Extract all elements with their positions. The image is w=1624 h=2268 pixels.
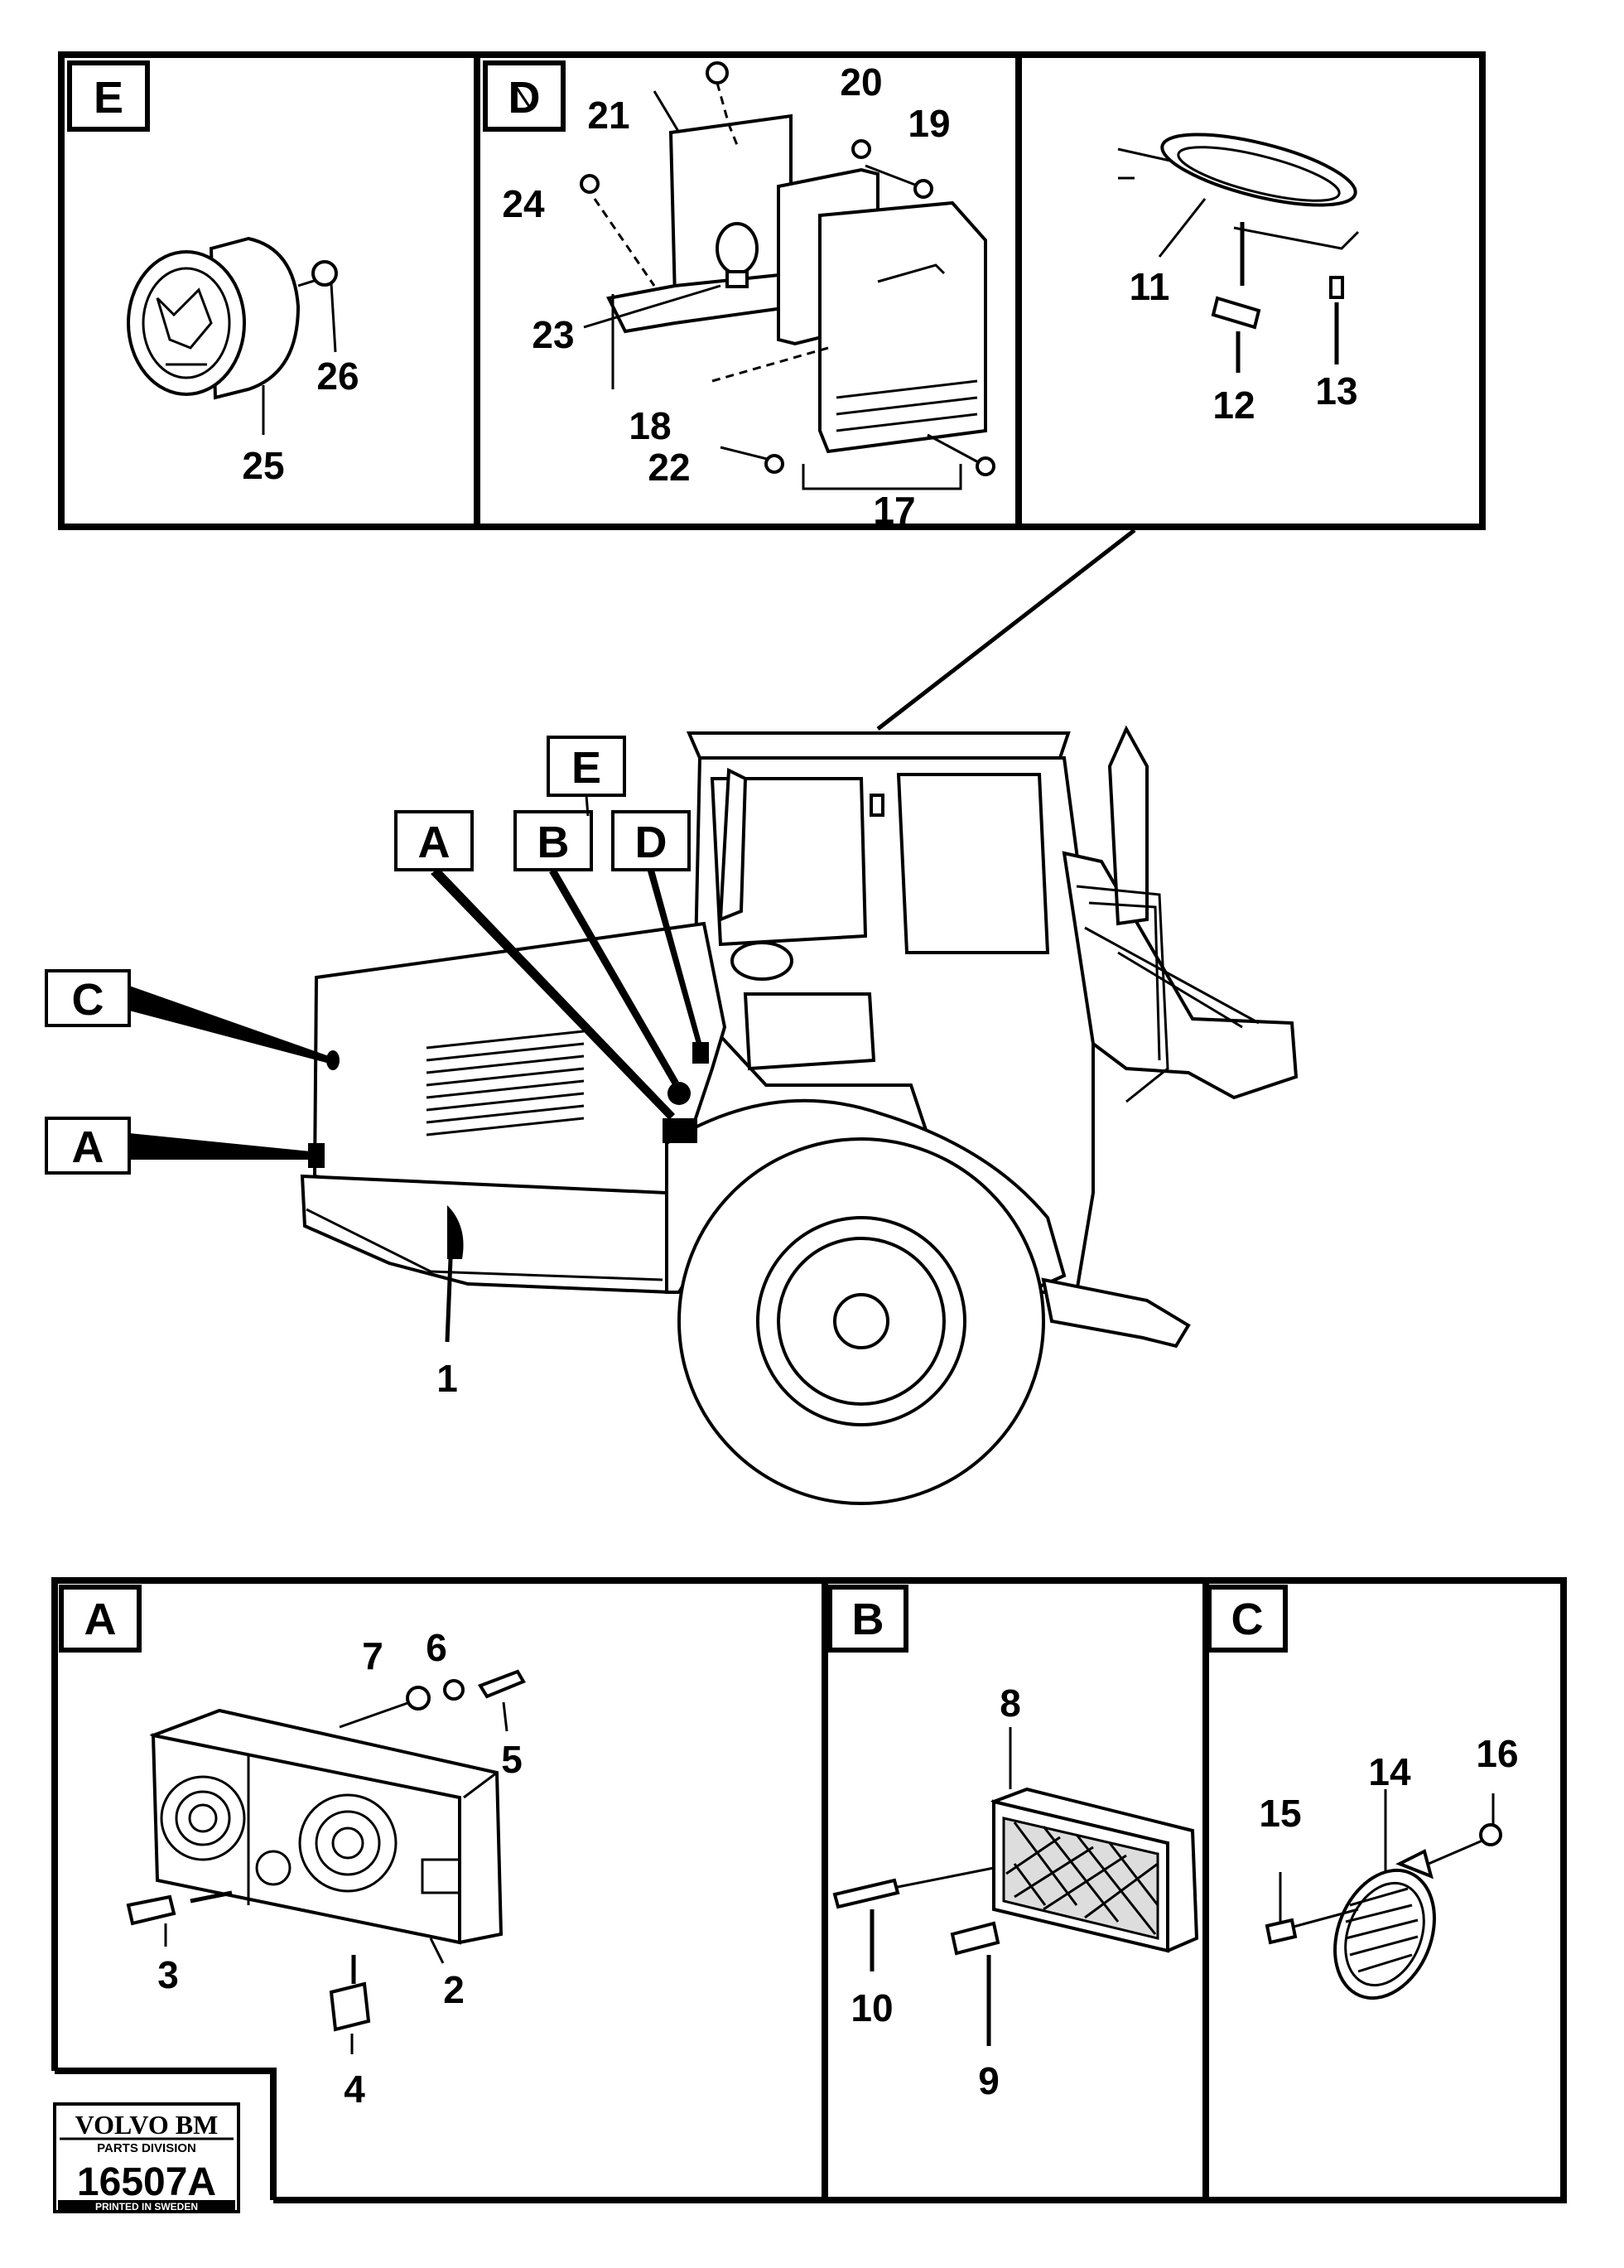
label-6: 6 [426,1626,447,1669]
label-17: 17 [873,489,915,532]
panel-e-letter: E [94,73,123,123]
logo-printed: PRINTED IN SWEDEN [95,2201,198,2213]
label-15: 15 [1259,1792,1301,1835]
top-panel-frames [58,51,1486,530]
callout-c: C [72,975,104,1025]
label-3: 3 [157,1953,179,1996]
logo-division: PARTS DIVISION [97,2141,196,2155]
callout-b: B [537,818,570,867]
label-2: 2 [443,1968,465,2011]
label-4: 4 [344,2068,365,2111]
label-23: 23 [532,313,574,356]
panel-d: D 21 20 19 [483,60,995,532]
panel-a-letter: A [84,1595,117,1644]
leader-interior-lamp [876,528,1136,731]
label-26: 26 [316,355,359,398]
callout-e: E [571,743,601,793]
label-14: 14 [1368,1750,1411,1793]
label-13: 13 [1315,369,1357,413]
label-24: 24 [502,182,545,225]
label-21: 21 [587,94,629,137]
panel-b: B 8 10 9 [827,1585,1199,2102]
label-5: 5 [501,1738,523,1781]
callout-a-rear: A [72,1122,104,1172]
horn-icon [1265,1789,1502,2000]
panel-c-letter: C [1231,1595,1264,1644]
grille [426,1030,585,1136]
bottom-panel-frames [51,1577,1567,2203]
logo-brand: VOLVO BM [75,2110,219,2140]
label-9: 9 [978,2059,1000,2102]
label-11: 11 [1130,265,1170,308]
panel-interior-lamp: 11 12 13 [1117,133,1360,427]
logo-drawing-number: 16507A [77,2160,216,2204]
panel-e: E 26 25 [67,60,359,487]
panel-c: C 14 16 15 [1207,1585,1519,2000]
callout-a-front: A [418,818,451,867]
work-lamp-round-icon [127,236,338,435]
label-18: 18 [629,404,671,447]
panel-a: A 7 6 5 [59,1585,526,2111]
interior-lamp-icon [1117,133,1360,373]
label-25: 25 [242,444,284,487]
tail-lamp-icon [126,1669,526,2054]
panel-b-letter: B [852,1595,884,1644]
articulated-hauler-illustration [300,725,1299,1505]
label-1: 1 [436,1357,458,1400]
label-12: 12 [1212,384,1255,427]
label-20: 20 [840,60,882,104]
label-7: 7 [362,1634,383,1677]
callout-d: D [635,818,667,867]
volvo-bm-logo: VOLVO BM PARTS DIVISION 16507A PRINTED I… [0,2068,277,2245]
label-8: 8 [1000,1682,1021,1725]
label-22: 22 [648,446,690,489]
marker-lamp-bracket-icon [512,61,995,490]
label-16: 16 [1476,1732,1518,1775]
number-plate-lamp-icon [832,1727,1199,2046]
label-10: 10 [851,1986,893,2029]
label-19: 19 [908,102,950,145]
machine-callouts: A B D E C A [45,736,702,1343]
